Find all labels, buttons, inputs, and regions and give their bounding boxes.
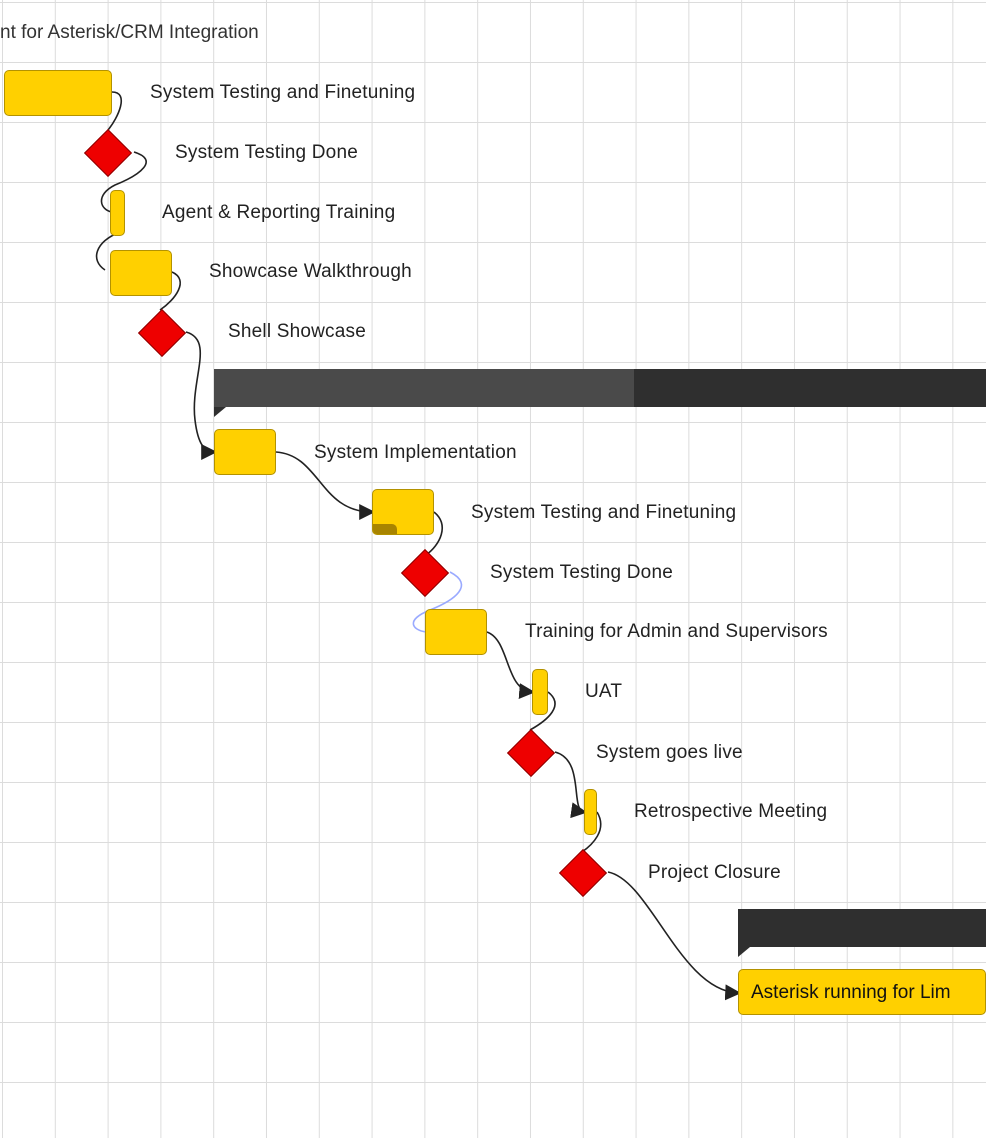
task-label-system-testing-finetuning-2: System Testing and Finetuning bbox=[471, 502, 737, 523]
link-t7-m4 bbox=[529, 691, 556, 731]
link-m2-t4 bbox=[185, 331, 218, 460]
milestone-label-shell-showcase: Shell Showcase bbox=[228, 321, 366, 342]
link-m4-t8 bbox=[554, 751, 588, 819]
task-bar-uat[interactable] bbox=[532, 669, 548, 715]
task-bar-agent-reporting-training[interactable] bbox=[110, 190, 125, 236]
task-bar-training-admin-supervisors[interactable] bbox=[425, 609, 487, 655]
task-label-agent-reporting-training: Agent & Reporting Training bbox=[162, 202, 396, 223]
link-m1-t2 bbox=[100, 151, 147, 213]
task-label-uat: UAT bbox=[585, 681, 623, 702]
link-t1-m1 bbox=[107, 91, 123, 131]
task-bar-asterisk-running[interactable]: Asterisk running for Lim bbox=[738, 969, 986, 1015]
task-bar-retrospective-meeting[interactable] bbox=[584, 789, 597, 835]
link-t3-m2 bbox=[159, 271, 181, 311]
project-title: nt for Asterisk/CRM Integration bbox=[0, 22, 259, 43]
task-progress-fill bbox=[373, 524, 397, 534]
milestone-label-system-testing-done-2: System Testing Done bbox=[490, 562, 673, 583]
milestone-label-system-goes-live: System goes live bbox=[596, 742, 743, 763]
summary-bar-1[interactable] bbox=[214, 369, 986, 417]
task-label-training-admin-supervisors: Training for Admin and Supervisors bbox=[525, 621, 828, 642]
milestone-label-project-closure: Project Closure bbox=[648, 862, 781, 883]
link-t4-t5 bbox=[275, 451, 376, 520]
task-bar-system-implementation[interactable] bbox=[214, 429, 276, 475]
milestone-label-system-testing-done-1: System Testing Done bbox=[175, 142, 358, 163]
task-bar-system-testing-finetuning-1[interactable] bbox=[4, 70, 112, 116]
task-label-showcase-walkthrough: Showcase Walkthrough bbox=[209, 261, 412, 282]
link-t5-m3 bbox=[425, 511, 443, 556]
task-bar-showcase-walkthrough[interactable] bbox=[110, 250, 172, 296]
summary-progress-1 bbox=[214, 369, 634, 407]
summary-tab-2 bbox=[738, 947, 750, 957]
task-bar-system-testing-finetuning-2[interactable] bbox=[372, 489, 434, 535]
task-label-system-implementation: System Implementation bbox=[314, 442, 517, 463]
summary-tab-1 bbox=[214, 407, 226, 417]
link-t6-t7 bbox=[486, 631, 536, 700]
task-label-system-testing-finetuning-1: System Testing and Finetuning bbox=[150, 82, 416, 103]
link-m5-t9 bbox=[607, 871, 742, 1001]
task-label-asterisk-running: Asterisk running for Lim bbox=[751, 982, 951, 1003]
task-label-retrospective-meeting: Retrospective Meeting bbox=[634, 801, 828, 822]
summary-bar-2[interactable] bbox=[738, 909, 986, 957]
